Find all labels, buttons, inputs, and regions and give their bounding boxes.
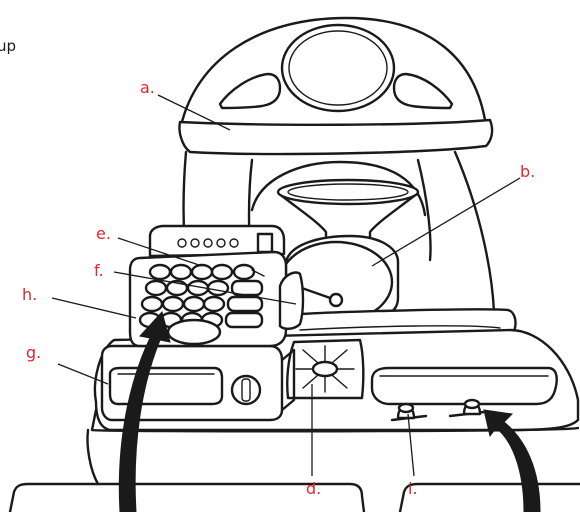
grinder-funnel bbox=[276, 178, 420, 246]
label-b: b. bbox=[520, 162, 535, 181]
label-d: d. bbox=[306, 479, 321, 498]
cropped-instruction-text: up bbox=[0, 37, 16, 55]
drain-grate bbox=[286, 338, 365, 400]
label-f: f. bbox=[94, 261, 104, 280]
curved-arrows bbox=[118, 310, 541, 512]
label-i: i. bbox=[408, 479, 418, 498]
part-labels: a. b. d. e. f. g. h. i. bbox=[22, 78, 535, 498]
label-h: h. bbox=[22, 285, 37, 304]
right-curved-arrow bbox=[483, 409, 541, 512]
register-keypad bbox=[128, 224, 305, 348]
label-e: e. bbox=[96, 224, 111, 243]
control-knobs bbox=[390, 398, 486, 422]
label-g: g. bbox=[26, 343, 41, 362]
display-lights bbox=[177, 238, 239, 248]
label-a: a. bbox=[140, 78, 155, 97]
leader-lines bbox=[51, 94, 521, 477]
left-curved-arrow bbox=[118, 310, 171, 512]
dome-hood bbox=[178, 16, 496, 322]
caption-boxes bbox=[8, 482, 580, 512]
